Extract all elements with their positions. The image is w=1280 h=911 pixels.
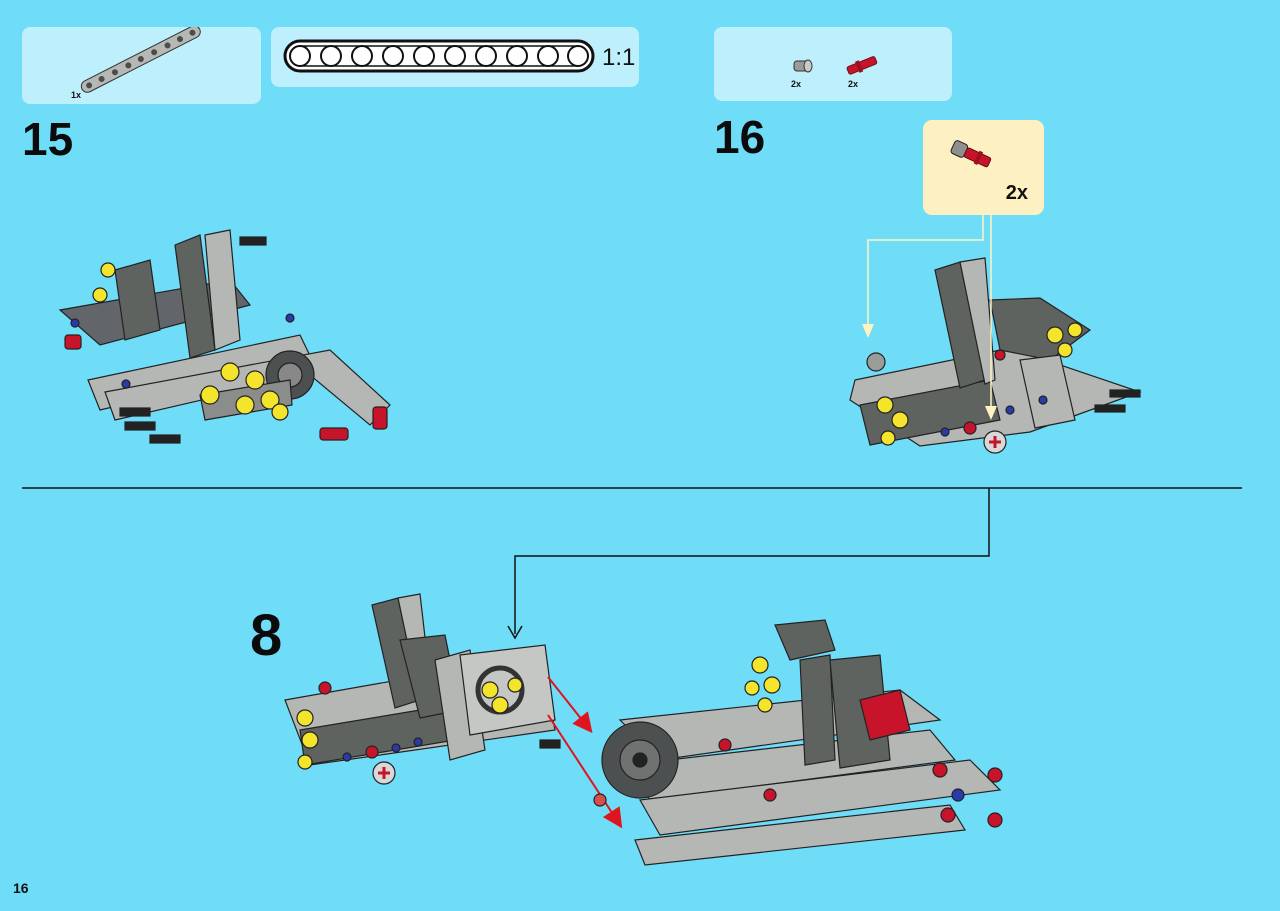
assembly-step-16 [849,257,1142,454]
step-number-15: 15 [22,113,74,165]
red-axle-pin-icon [846,56,878,75]
subassembly-left [284,593,561,785]
substep-connector [514,488,990,634]
gray-bush-icon [793,59,813,73]
step-number-16: 16 [714,111,766,163]
part-qty: 2x [791,79,802,89]
parts-icons [793,56,878,75]
substep-number: 8 [250,603,283,668]
callout-pointer-lines [862,215,997,420]
red-axle-pin-with-bush-icon [950,140,992,168]
scale-reference [271,27,639,87]
parts-list-step-15: 1x [22,27,261,104]
insertion-arrows [547,676,623,829]
callout-box: 2x [923,120,1044,215]
gray-beam-9-icon [80,27,201,93]
assembly-step-15 [58,229,391,444]
page-number: 16 [13,880,29,896]
scale-label: 1:1 [602,44,636,71]
callout-qty: 2x [1005,182,1028,204]
parts-list-step-16: 2x 2x [714,27,952,101]
beam-scale-outline [283,39,595,73]
part-qty: 2x [848,79,859,89]
part-qty: 1x [71,90,82,100]
subassembly-right [593,619,1003,866]
